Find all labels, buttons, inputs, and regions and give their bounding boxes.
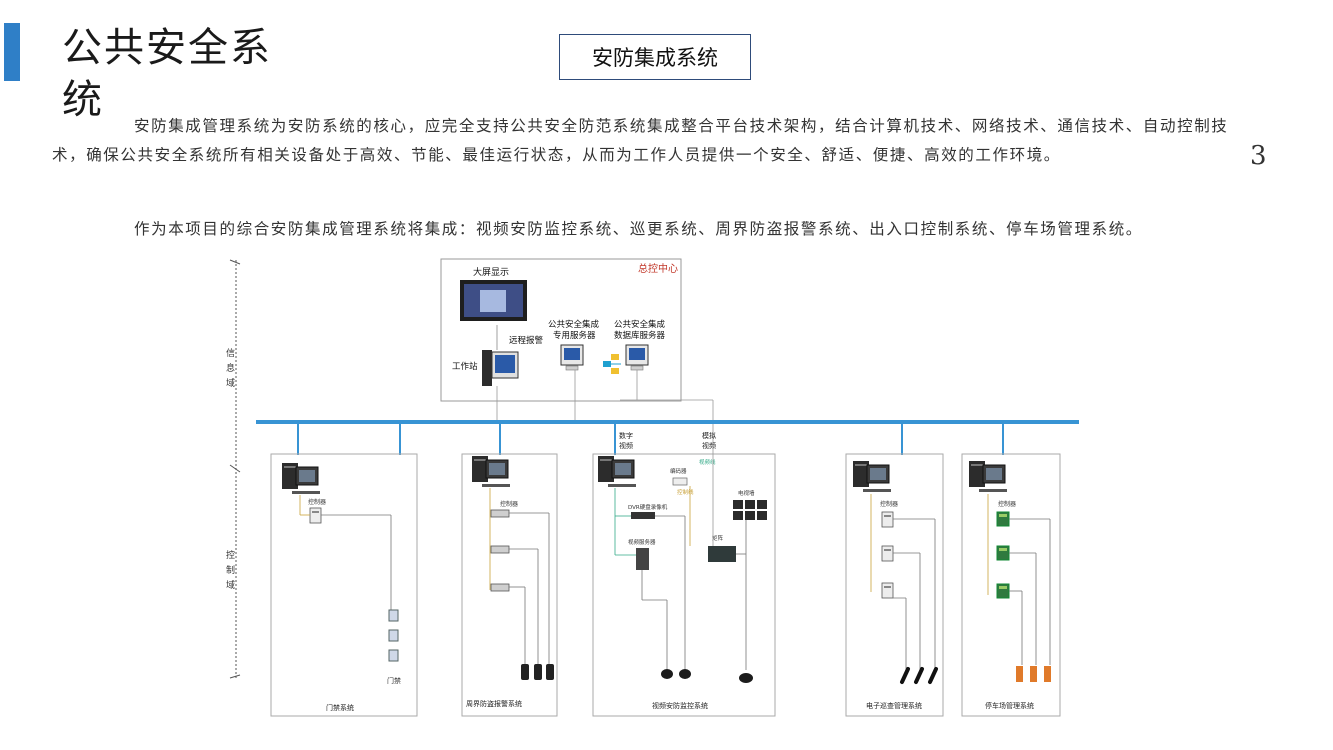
workstation-label: 工作站	[452, 361, 478, 372]
security-integration-diagram: 信息域 控制域 总控中心 大屏显示 远程报警 工作站 公共安全集成 专用服务器 …	[224, 258, 1079, 717]
encoder-icon	[672, 477, 688, 486]
video-line-label: 视频线	[699, 458, 716, 466]
perimeter-controller-3	[490, 583, 510, 592]
analog-video-label-1: 模拟	[702, 431, 716, 440]
parking-controller-1	[996, 511, 1010, 527]
perimeter-controller-2	[490, 545, 510, 554]
digital-video-label-2: 视频	[619, 441, 633, 450]
patrol-reader-icon	[900, 667, 938, 684]
patrol-system-label: 电子巡查管理系统	[866, 701, 922, 710]
patrol-controller-1	[881, 511, 894, 528]
slide-title: 公共安全系统	[62, 25, 272, 123]
control-line-label: 控制线	[677, 488, 694, 496]
remote-alarm-label: 远程报警	[509, 335, 544, 346]
network-node-icon	[603, 354, 621, 374]
parking-controller-label: 控制器	[998, 500, 1016, 508]
patrol-controller-label: 控制器	[880, 500, 898, 508]
infrared-detector-icon	[521, 664, 554, 680]
patrol-pc-icon	[852, 460, 892, 493]
video-pc-icon	[597, 455, 637, 488]
encoder-label: 编码器	[670, 467, 687, 475]
dvr-icon	[631, 512, 655, 519]
tv-wall-label: 电视墙	[738, 489, 755, 497]
access-controller-icon	[309, 507, 322, 524]
app-server-label-1: 公共安全集成	[548, 319, 600, 330]
door-lock-icon	[388, 609, 399, 662]
tv-wall-icon	[733, 500, 767, 520]
access-pc-icon	[281, 462, 321, 495]
big-screen-label: 大屏显示	[473, 266, 509, 278]
dome-camera-icon	[661, 669, 753, 683]
matrix-label: 矩阵	[712, 534, 724, 542]
db-server-label-2: 数据库服务器	[614, 330, 666, 341]
parking-pc-icon	[968, 460, 1008, 493]
parking-system-label: 停车场管理系统	[985, 701, 1034, 710]
access-system-label: 门禁系统	[326, 703, 354, 712]
video-server-label: 视频服务器	[628, 538, 656, 546]
title-accent-bar	[4, 23, 20, 81]
perimeter-system-label: 周界防盗报警系统	[466, 699, 522, 708]
perimeter-controller-1	[490, 509, 510, 518]
video-wall-display	[460, 280, 527, 321]
patrol-controller-2	[881, 545, 894, 562]
section-badge: 安防集成系统	[559, 34, 751, 80]
control-center-title: 总控中心	[638, 262, 678, 275]
page-number: 3	[1250, 141, 1267, 171]
video-system-label: 视频安防监控系统	[652, 701, 708, 710]
integration-paragraph: 作为本项目的综合安防集成管理系统将集成：视频安防监控系统、巡更系统、周界防盗报警…	[134, 220, 1143, 238]
analog-video-label-2: 视频	[702, 441, 716, 450]
parking-controller-3	[996, 583, 1010, 599]
patrol-controller-3	[881, 582, 894, 599]
db-server-label-1: 公共安全集成	[614, 319, 666, 330]
intro-paragraph: 安防集成管理系统为安防系统的核心，应完全支持公共安全防范系统集成整合平台技术架构…	[52, 117, 1229, 164]
matrix-icon	[708, 546, 736, 562]
access-controller-label: 控制器	[308, 498, 326, 506]
workstation-icon	[482, 350, 519, 386]
video-server-icon	[636, 548, 649, 570]
layer-control-label: 控制域	[224, 549, 235, 595]
parking-controller-2	[996, 545, 1010, 561]
app-server-label-2: 专用服务器	[553, 330, 596, 341]
parking-gate-icon	[1016, 666, 1051, 682]
perimeter-controller-label: 控制器	[500, 500, 518, 508]
door-device-label: 门禁	[387, 676, 401, 685]
perimeter-pc-icon	[471, 455, 511, 488]
dvr-label: DVR硬盘录像机	[628, 503, 668, 511]
layer-info-label: 信息域	[224, 347, 235, 393]
digital-video-label-1: 数字	[619, 431, 633, 440]
